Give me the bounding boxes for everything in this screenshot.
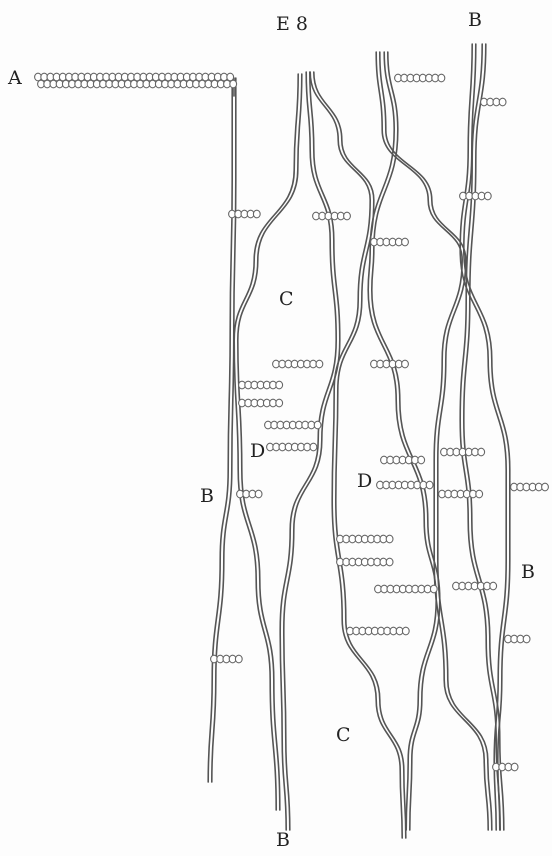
bead-chain-13-bead	[418, 456, 425, 464]
label-d-left: D	[250, 440, 265, 462]
label-c-upper: C	[279, 288, 294, 310]
bead-chain-26-bead	[511, 763, 518, 771]
bead-chain-4-bead	[344, 212, 351, 220]
bead-chain-8-bead	[402, 360, 409, 368]
bead-chain-9-bead	[276, 381, 283, 389]
strand-g-edge-left	[460, 44, 500, 830]
bead-chain-15-bead	[478, 448, 485, 456]
label-d-mid: D	[357, 470, 372, 492]
label-e8: E 8	[276, 13, 308, 35]
strand-f-edge-left	[460, 44, 506, 830]
bead-chain-1-bead	[438, 74, 445, 82]
label-b-left: B	[200, 485, 214, 507]
bead-chain-7-bead	[316, 360, 323, 368]
strand-c-edge-right	[314, 72, 406, 838]
label-a: A	[7, 67, 22, 89]
bead-chain-18-bead	[542, 483, 549, 491]
bead-chain-5-bead	[402, 238, 409, 246]
strand-c-edge-left	[310, 72, 402, 838]
bead-chain-22-bead	[490, 582, 497, 590]
bead-chain-10-bead	[276, 399, 283, 407]
strand-left-edge-left	[208, 78, 232, 782]
bead-chain-17-bead	[255, 490, 262, 498]
bead-chain-19-bead	[386, 535, 393, 543]
bead-chain-14-bead	[426, 481, 433, 489]
bead-chain-3-bead	[253, 210, 260, 218]
bead-chain-23-bead	[402, 627, 409, 635]
bead-chain-2-bead	[499, 98, 506, 106]
bead-chain-12-bead	[310, 443, 317, 451]
bead-chain-11-bead	[314, 421, 321, 429]
label-b-right: B	[521, 561, 535, 583]
bead-chain-6-bead	[484, 192, 491, 200]
bead-chain-21-bead	[430, 585, 437, 593]
bead-chain-25-bead	[235, 655, 242, 663]
strand-g-edge-right	[464, 44, 504, 830]
bead-chain-24-bead	[523, 635, 530, 643]
bead-chain-20-bead	[386, 558, 393, 566]
label-b-top: B	[468, 9, 482, 31]
bead-chain-0-bead	[230, 80, 237, 88]
bead-chain-16-bead	[476, 490, 483, 498]
strand-a-edge-left	[234, 74, 298, 810]
label-c-lower: C	[336, 724, 351, 746]
label-b-bottom: B	[276, 829, 290, 851]
bead-chain-0-bead	[227, 73, 234, 81]
